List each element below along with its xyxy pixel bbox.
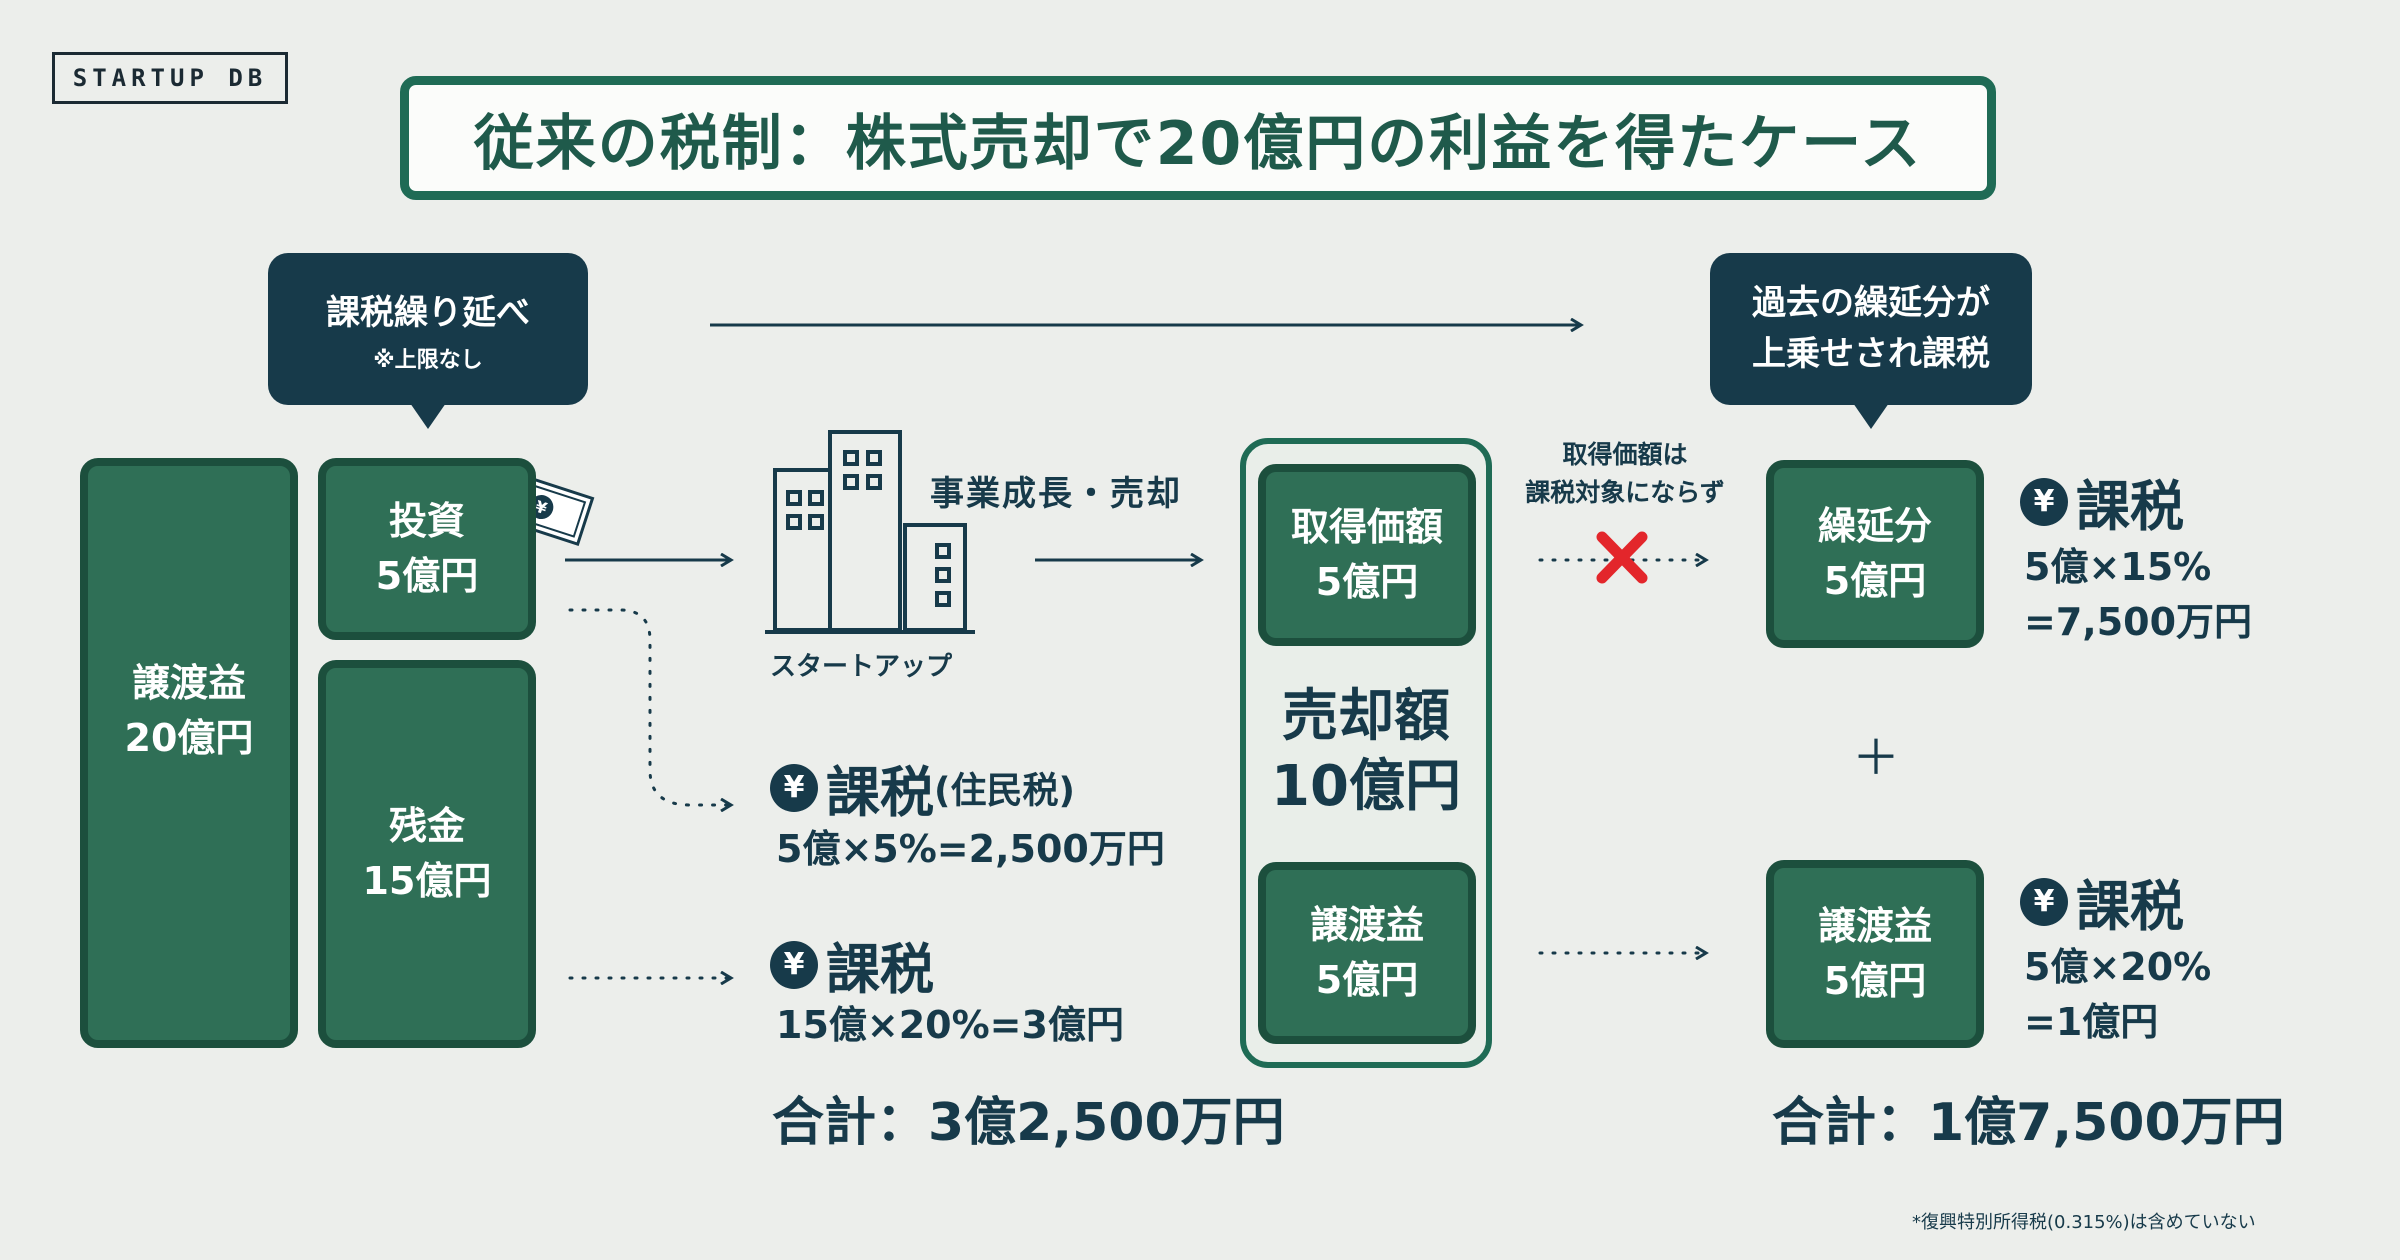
yen-icon: ¥	[770, 763, 818, 812]
box-deferred: 繰延分 5億円	[1766, 460, 1984, 648]
total-left: 合計：3億2,500万円	[772, 1093, 1285, 1153]
tax-resident: ¥課税(住民税)	[770, 748, 1075, 827]
box-remaining: 残金 15億円	[318, 660, 536, 1048]
cross-icon	[1596, 531, 1648, 584]
box-capital-gain-label: 譲渡益	[131, 661, 246, 705]
box-deferred-amount: 5億円	[1823, 559, 1927, 603]
bubble-deferral-title: 課税繰り延べ	[326, 292, 530, 333]
page-title: 従来の税制：株式売却で20億円の利益を得たケース	[400, 76, 1996, 200]
bubble-added-tax: 過去の繰延分が 上乗せされ課税	[1710, 253, 2032, 429]
bubble-added-tax-line1: 過去の繰延分が	[1752, 283, 1990, 323]
box-gain-right: 譲渡益 5億円	[1766, 860, 1984, 1048]
tax-gain-calc1: 5億×20%	[2024, 945, 2212, 989]
yen-icon: ¥	[770, 940, 818, 989]
sale-amount-value: 10億円	[1271, 754, 1461, 819]
footnote: *復興特別所得税(0.315%)は含めていない	[1912, 1212, 2256, 1233]
box-remaining-label: 残金	[388, 803, 465, 848]
resident-tax-dotted-arrow	[568, 608, 730, 805]
svg-text:¥: ¥	[533, 497, 549, 519]
tax-deferred-calc2: =7,500万円	[2024, 600, 2253, 645]
box-gain-right-label: 譲渡益	[1817, 903, 1932, 948]
box-investment-amount: 5億円	[375, 554, 479, 598]
box-deferred-label: 繰延分	[1817, 503, 1932, 548]
box-gain-middle: 譲渡益 5億円	[1258, 862, 1476, 1044]
building-icon	[765, 430, 975, 634]
tax-deferred: ¥課税	[2020, 462, 2184, 541]
box-capital-gain: 譲渡益 20億円	[80, 458, 298, 1048]
not-taxed-note-line2: 課税対象にならず	[1525, 477, 1725, 507]
sale-amount-label: 売却額	[1282, 684, 1450, 749]
not-taxed-note: 取得価額は 課税対象にならず	[1500, 436, 1750, 511]
tax-gain-calc2: =1億円	[2024, 1000, 2159, 1045]
sale-amount: 売却額 10億円	[1240, 682, 1492, 822]
box-acquisition-label: 取得価額	[1290, 504, 1443, 549]
box-remaining-amount: 15億円	[362, 859, 492, 903]
box-gain-right-amount: 5億円	[1823, 959, 1927, 1003]
tax-remaining-title: 課税	[826, 938, 934, 1001]
yen-icon: ¥	[2020, 877, 2068, 926]
tax-gain: ¥課税	[2020, 862, 2184, 941]
box-gain-middle-label: 譲渡益	[1309, 902, 1424, 947]
tax-deferred-title: 課税	[2076, 475, 2184, 538]
box-capital-gain-amount: 20億円	[124, 716, 254, 761]
bubble-deferral-note: ※上限なし	[373, 347, 483, 373]
tax-resident-calc: 5億×5%=2,500万円	[776, 827, 1165, 871]
box-investment-label: 投資	[388, 498, 465, 543]
tax-remaining: ¥課税	[770, 925, 934, 1004]
box-acquisition-amount: 5億円	[1315, 560, 1419, 604]
total-right: 合計：1億7,500万円	[1772, 1093, 2285, 1153]
box-gain-middle-amount: 5億円	[1315, 958, 1419, 1002]
growth-sale-label: 事業成長・売却	[930, 474, 1182, 514]
tax-deferred-calc1: 5億×15%	[2024, 545, 2212, 589]
yen-icon: ¥	[2020, 477, 2068, 526]
not-taxed-note-line1: 取得価額は	[1562, 440, 1688, 469]
plus-sign: ＋	[1852, 730, 1901, 786]
tax-remaining-calc: 15億×20%=3億円	[776, 1003, 1124, 1047]
box-investment: 投資 5億円	[318, 458, 536, 640]
tax-gain-calc: 5億×20% =1億円	[2024, 940, 2211, 1050]
logo: STARTUP DB	[52, 52, 288, 104]
tax-gain-title: 課税	[2076, 875, 2184, 938]
box-acquisition-cost: 取得価額 5億円	[1258, 464, 1476, 646]
tax-resident-sub: (住民税)	[934, 770, 1075, 812]
startup-label: スタートアップ	[770, 652, 953, 682]
bubble-added-tax-line2: 上乗せされ課税	[1752, 334, 1990, 374]
tax-resident-title: 課税	[826, 761, 934, 824]
tax-deferred-calc: 5億×15% =7,500万円	[2024, 540, 2252, 650]
bubble-deferral: 課税繰り延べ ※上限なし	[268, 253, 588, 429]
